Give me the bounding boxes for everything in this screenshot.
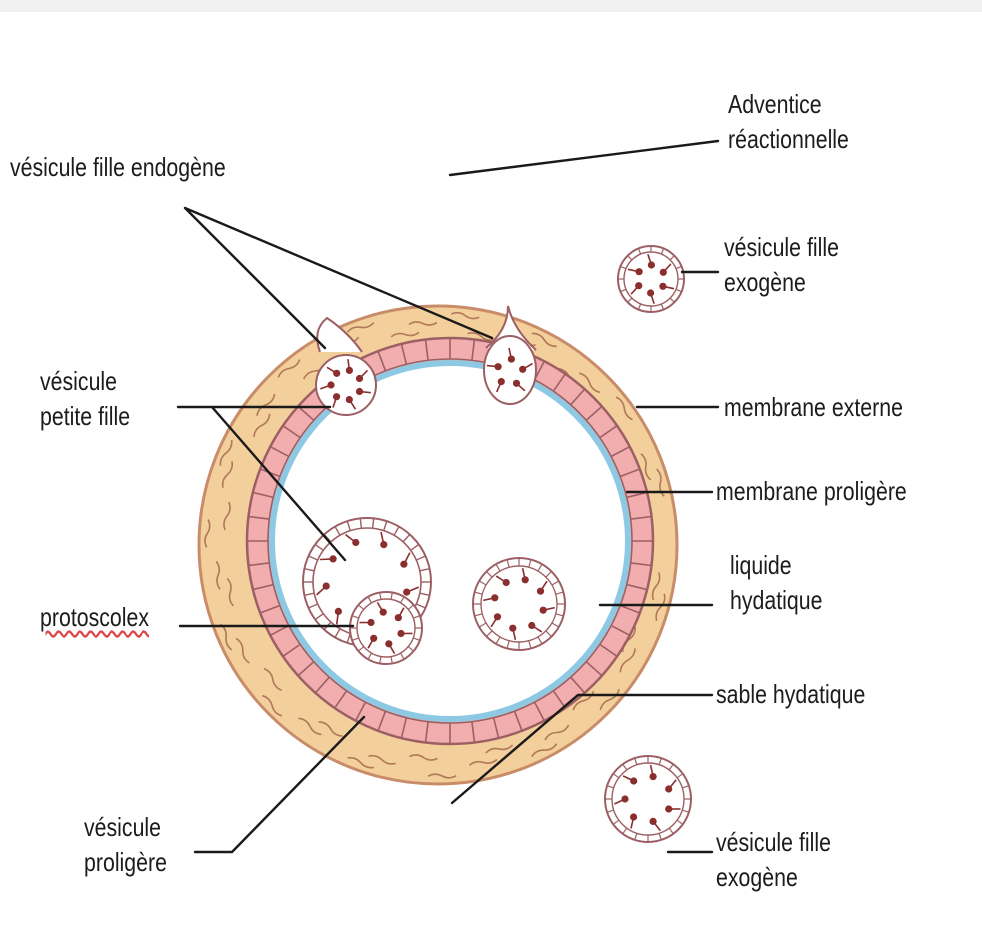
label-vesicule-fille-exogene-top: vésicule fille exogène bbox=[724, 230, 839, 300]
protoscolex-head bbox=[636, 268, 643, 275]
protoscolex-head bbox=[630, 777, 637, 784]
protoscolex-head bbox=[380, 541, 387, 548]
protoscolex-head bbox=[346, 367, 353, 374]
label-membrane-externe: membrane externe bbox=[724, 390, 903, 425]
protoscolex-head bbox=[403, 589, 410, 596]
protoscolex-head bbox=[395, 614, 402, 621]
protoscolex-head bbox=[356, 388, 363, 395]
protoscolex-head bbox=[665, 805, 672, 812]
sand-grain bbox=[406, 783, 415, 790]
sand-grain bbox=[535, 776, 544, 783]
sand-grain bbox=[385, 782, 394, 788]
protoscolex-head bbox=[491, 594, 498, 601]
label-liquide-hydatique: liquide hydatique bbox=[730, 548, 822, 618]
protoscolex-head bbox=[330, 555, 337, 562]
protoscolex-head bbox=[509, 625, 516, 632]
sand-grain bbox=[359, 775, 367, 780]
protoscolex-head bbox=[397, 630, 404, 637]
protoscolex-head bbox=[528, 622, 535, 629]
sand-grain bbox=[372, 787, 381, 794]
label-vesicule-petite-fille: vésicule petite fille bbox=[40, 364, 130, 434]
protoscolex-head bbox=[323, 583, 330, 590]
vesicule-fille-exogene-top bbox=[618, 246, 684, 312]
sand-grain bbox=[492, 781, 500, 786]
sand-grain bbox=[400, 783, 409, 790]
protoscolex-head bbox=[495, 363, 502, 370]
sand-grain bbox=[476, 786, 485, 793]
protoscolex-head bbox=[647, 289, 654, 296]
sand-grain bbox=[440, 786, 448, 791]
protoscolex-head bbox=[630, 813, 637, 820]
leader-adventice-reactionnelle bbox=[450, 141, 718, 175]
protoscolex-head bbox=[665, 785, 672, 792]
protoscolex-head bbox=[333, 370, 340, 377]
protoscolex-head bbox=[508, 356, 515, 363]
protoscolex-head bbox=[335, 608, 342, 615]
protoscolex-head bbox=[356, 375, 363, 382]
protoscolex-head bbox=[400, 561, 407, 568]
protoscolex-head bbox=[352, 539, 359, 546]
protoscolex-head bbox=[327, 381, 334, 388]
label-protoscolex: protoscolex bbox=[40, 600, 149, 635]
sand-grain bbox=[530, 774, 538, 779]
sand-grain bbox=[372, 787, 380, 792]
label-vesicule-proligere: vésicule proligère bbox=[84, 810, 167, 880]
protoscolex-head bbox=[648, 261, 655, 268]
sand-grain bbox=[532, 787, 541, 794]
protoscolex-head bbox=[519, 366, 526, 373]
protoscolex-head bbox=[660, 269, 667, 276]
protoscolex-head bbox=[635, 282, 642, 289]
protoscolex-head bbox=[621, 795, 628, 802]
vesicule-fille-exogene-bottom bbox=[605, 756, 691, 842]
protoscolex-head bbox=[537, 588, 544, 595]
protoscolex-head bbox=[498, 378, 505, 385]
sand-grain bbox=[507, 785, 516, 792]
label-vesicule-fille-endogene: vésicule fille endogène bbox=[10, 150, 226, 185]
protoscolex-head bbox=[380, 609, 387, 616]
protoscolex-head bbox=[513, 380, 520, 387]
vesicule-proligere-center bbox=[473, 558, 565, 650]
protoscolex-head bbox=[503, 579, 510, 586]
sand-grain bbox=[517, 777, 526, 784]
label-sable-hydatique: sable hydatique bbox=[716, 677, 865, 712]
protoscolex-head bbox=[494, 613, 501, 620]
protoscolex-head bbox=[346, 396, 353, 403]
protoscolex-head bbox=[522, 576, 529, 583]
sand-grain bbox=[519, 772, 528, 780]
protoscolex-head bbox=[333, 393, 340, 400]
sand-grain bbox=[366, 787, 375, 795]
label-adventice-reactionnelle: Adventice réactionnelle bbox=[728, 87, 849, 157]
protoscolex-head bbox=[367, 619, 374, 626]
protoscolex-head bbox=[385, 640, 392, 647]
protoscolex-head bbox=[540, 607, 547, 614]
label-membrane-proligere: membrane proligère bbox=[716, 474, 907, 509]
protoscolex-head bbox=[650, 773, 657, 780]
protoscolex-head bbox=[650, 818, 657, 825]
protoscolex-head bbox=[659, 283, 666, 290]
label-vesicule-fille-exogene-bottom: vésicule fille exogène bbox=[716, 825, 831, 895]
protoscolex-head bbox=[370, 635, 377, 642]
